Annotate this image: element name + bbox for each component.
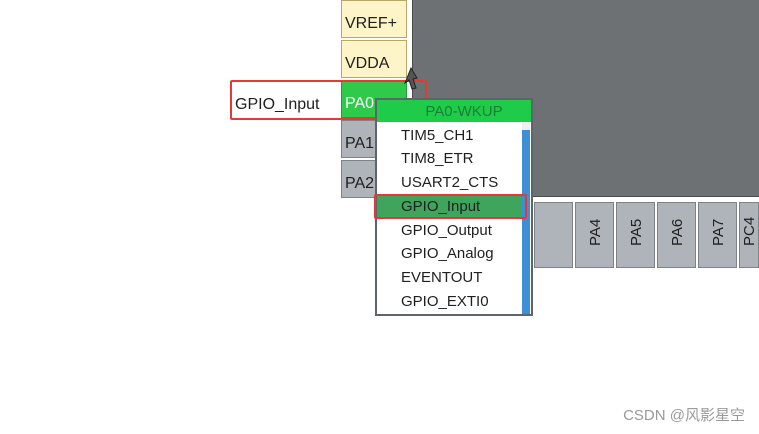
pin-label: PA1 [345, 135, 375, 152]
pin-vref-plus[interactable]: VREF+ [341, 0, 407, 38]
pin-signal-label: GPIO_Input [235, 96, 320, 113]
pin-label: PA6 [668, 218, 686, 246]
highlight-box-menu-item [374, 194, 527, 219]
pin-pa5[interactable]: PA5 [616, 202, 655, 268]
pin-label: PA2 [345, 175, 375, 192]
pin-pa7[interactable]: PA7 [698, 202, 737, 268]
menu-item-eventout[interactable]: EVENTOUT [401, 269, 483, 286]
menu-item-gpio-input[interactable]: GPIO_Input [377, 195, 523, 218]
pin-label: PC4 [741, 216, 758, 246]
pin-label: PA7 [709, 218, 727, 246]
pin-pa3[interactable] [534, 202, 573, 268]
pin-label: VREF+ [345, 15, 398, 32]
pin-vdda[interactable]: VDDA [341, 40, 407, 78]
menu-item-gpio-analog[interactable]: GPIO_Analog [401, 245, 494, 262]
menu-item-tim8-etr[interactable]: TIM8_ETR [401, 150, 474, 167]
pin-label: PA4 [586, 218, 604, 246]
menu-item-tim5-ch1[interactable]: TIM5_CH1 [401, 127, 474, 144]
watermark: CSDN @风影星空 [623, 407, 745, 424]
menu-item-gpio-exti0[interactable]: GPIO_EXTI0 [401, 293, 489, 310]
menu-item-gpio-output[interactable]: GPIO_Output [401, 222, 492, 239]
pin-function-menu: PA0-WKUP TIM5_CH1 TIM8_ETR USART2_CTS GP… [375, 98, 533, 316]
menu-scrollbar-thumb[interactable] [522, 130, 530, 314]
pin-pa4[interactable]: PA4 [575, 202, 614, 268]
pin-pointer-icon [403, 66, 418, 90]
pin-label: PA0 [345, 95, 375, 112]
pin-label: VDDA [345, 55, 390, 72]
menu-header: PA0-WKUP [377, 100, 531, 122]
pin-pa6[interactable]: PA6 [657, 202, 696, 268]
pin-label: PA5 [627, 218, 645, 246]
menu-item-usart2-cts[interactable]: USART2_CTS [401, 174, 499, 191]
pin-pc4[interactable]: PC4 [739, 202, 759, 268]
